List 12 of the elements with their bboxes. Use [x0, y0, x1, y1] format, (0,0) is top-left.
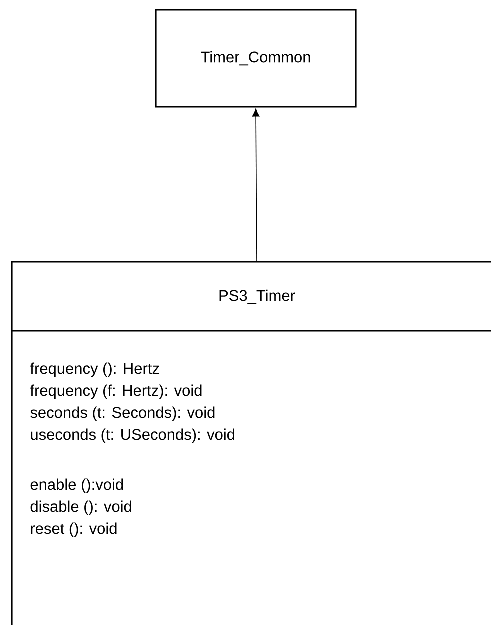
method-text: reset (): void — [31, 522, 117, 538]
method-text: enable ():void — [30, 478, 124, 494]
class-name: PS3_Timer — [220, 290, 296, 304]
arrow — [252, 108, 260, 262]
class-name: Timer_Common — [201, 51, 310, 66]
class-box — [155, 9, 357, 108]
method-text: frequency (f: Hertz): void — [30, 384, 202, 400]
method-text: useconds (t: USeconds): void — [31, 428, 234, 444]
class-box — [11, 261, 491, 625]
method-text: disable (): void — [30, 500, 132, 516]
method-text: seconds (t: Seconds): void — [30, 406, 215, 422]
method-text: frequency (): Hertz — [30, 362, 160, 378]
